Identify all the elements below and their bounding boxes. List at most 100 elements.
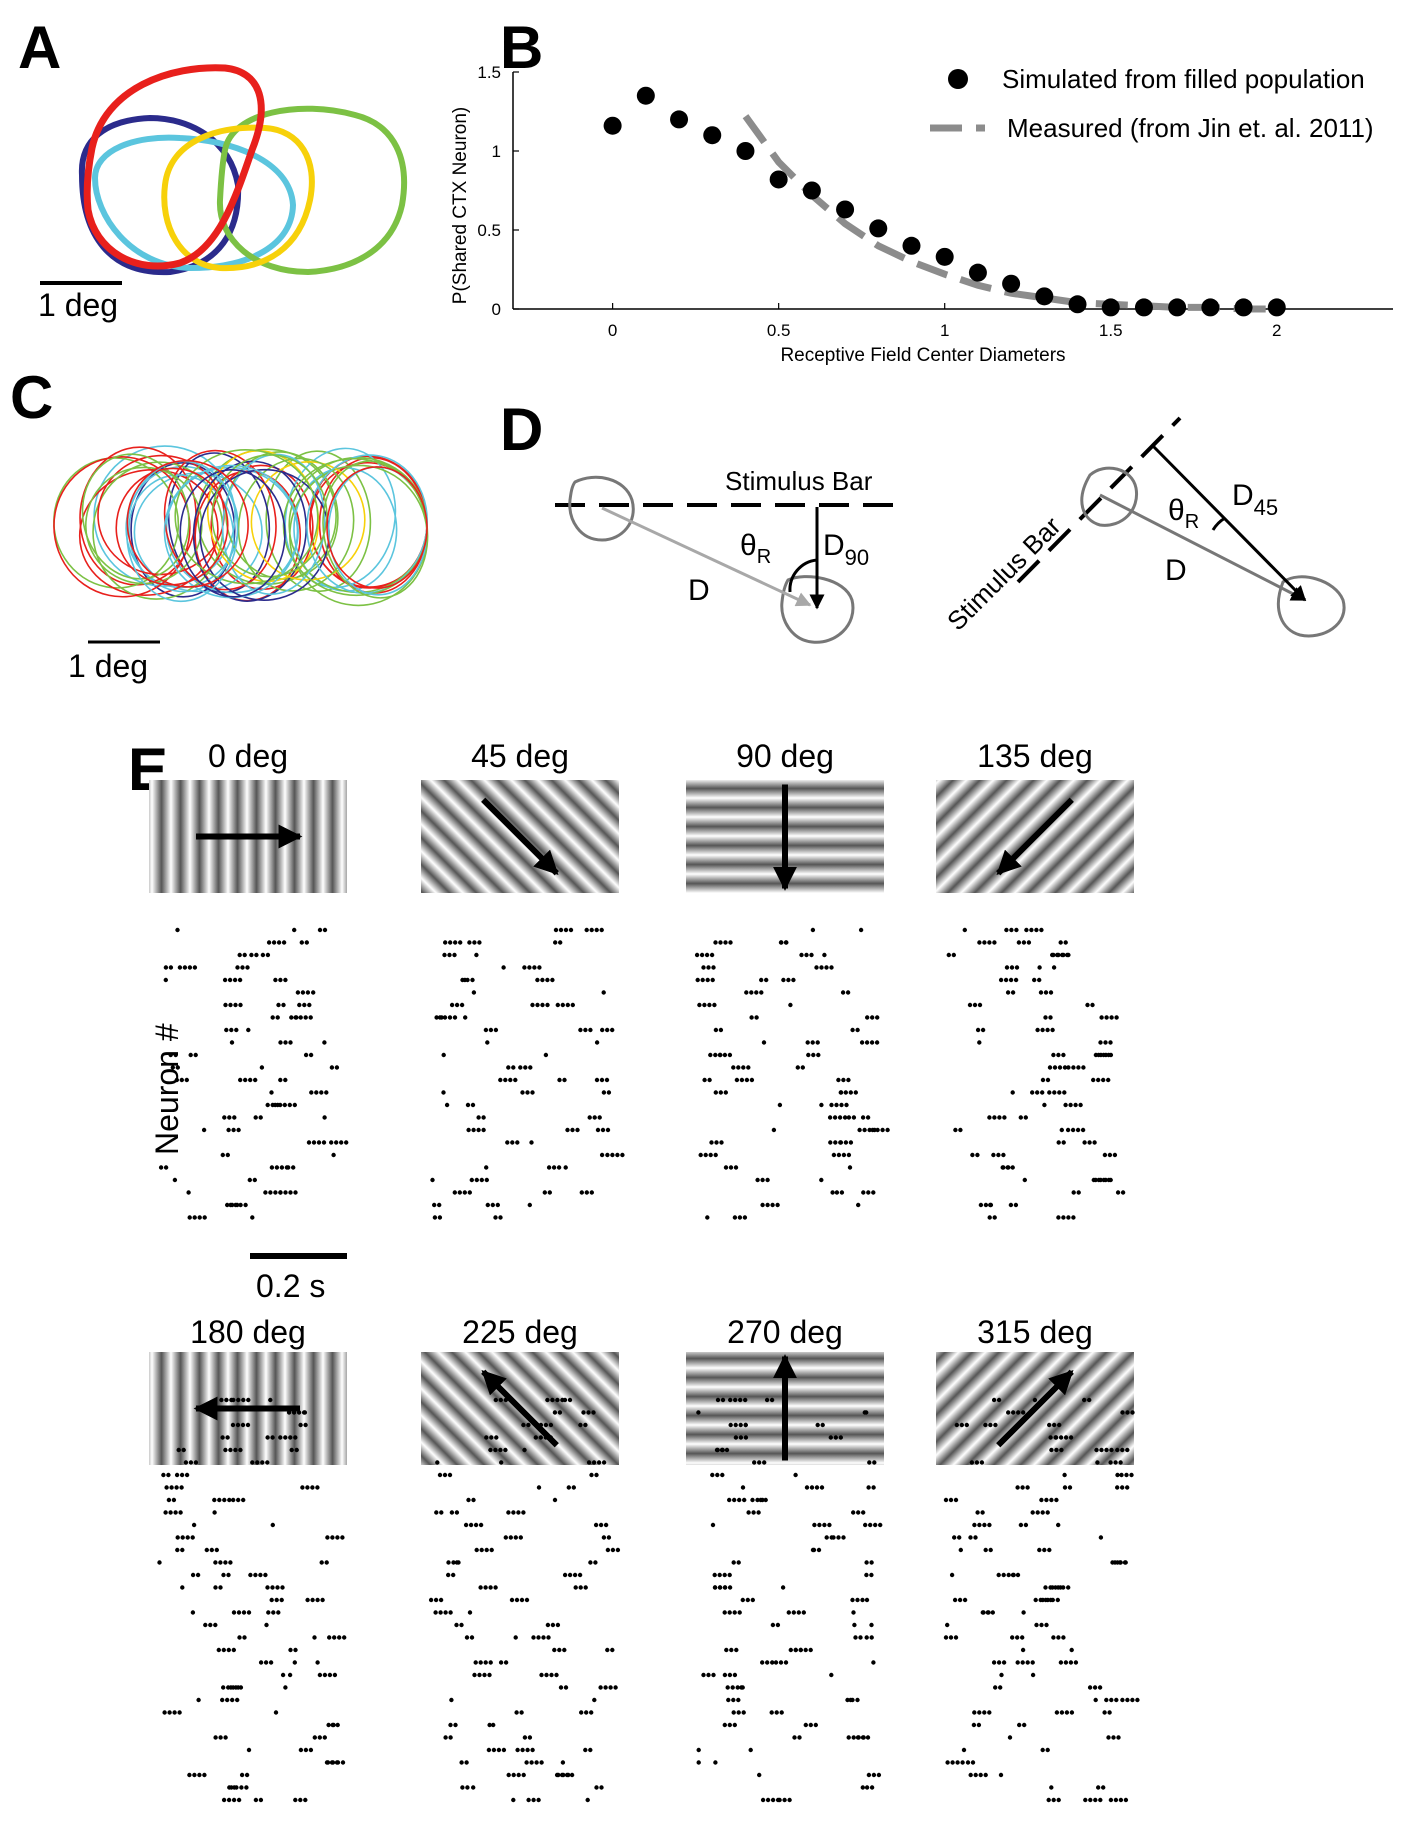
spike: [536, 1485, 542, 1490]
spike: [279, 1597, 284, 1603]
spike: [730, 1685, 735, 1690]
spike: [558, 927, 564, 933]
spike: [844, 1102, 849, 1108]
spike: [737, 1497, 742, 1503]
spike: [718, 940, 723, 945]
spike: [953, 1497, 959, 1503]
spike: [1109, 1447, 1114, 1453]
spike: [973, 1772, 978, 1778]
distance-vector: [1099, 493, 1307, 602]
spike: [221, 1647, 226, 1653]
spike: [809, 952, 814, 958]
spike: [529, 1140, 534, 1145]
spike: [988, 1202, 994, 1208]
spike: [988, 1547, 993, 1553]
distance-vector: [601, 506, 812, 607]
spike: [992, 940, 997, 945]
spike: [446, 1560, 451, 1565]
spike: [503, 1660, 509, 1665]
spike: [713, 1760, 718, 1765]
spike: [760, 1202, 765, 1208]
spike: [567, 1397, 573, 1403]
spike: [509, 1597, 515, 1603]
spike: [996, 1152, 1001, 1158]
spike: [786, 1610, 791, 1615]
spike: [727, 1585, 733, 1590]
spike: [175, 1535, 180, 1540]
spike: [838, 1090, 844, 1095]
spike: [1057, 1422, 1062, 1428]
spike: [830, 1190, 835, 1195]
spike: [258, 1572, 263, 1578]
spike: [866, 1772, 872, 1778]
spike: [600, 1127, 606, 1133]
spike: [1040, 1027, 1045, 1033]
spike: [712, 1572, 717, 1578]
spike: [529, 1760, 534, 1765]
spike: [505, 1140, 510, 1145]
spike: [606, 1090, 612, 1095]
spike: [992, 1215, 997, 1220]
spike: [483, 1027, 489, 1033]
spike: [1042, 1547, 1047, 1553]
spike: [733, 1422, 738, 1428]
spike: [975, 1152, 980, 1158]
diagram-d45: Stimulus Bar θR D D45: [941, 416, 1346, 638]
spike: [276, 1610, 281, 1615]
spike: [565, 1127, 570, 1133]
spike: [1062, 1485, 1068, 1490]
spike: [861, 1735, 866, 1740]
spike: [705, 977, 710, 983]
legend-marker-simulated: [948, 69, 968, 89]
spike: [728, 1397, 733, 1403]
spike: [1021, 1410, 1026, 1415]
spike: [334, 1140, 339, 1145]
spike: [744, 990, 749, 995]
spike: [237, 1635, 242, 1640]
spike: [231, 1797, 237, 1803]
spike: [791, 977, 796, 983]
spike: [191, 1522, 197, 1528]
spike: [728, 1422, 733, 1428]
spike: [1066, 952, 1071, 958]
spike: [865, 1115, 871, 1120]
spike: [731, 1560, 736, 1565]
spike: [738, 1435, 744, 1440]
spike: [513, 1535, 518, 1540]
rf-source: [568, 475, 635, 542]
spike: [451, 1560, 456, 1565]
spike: [537, 965, 542, 970]
spike: [592, 1697, 597, 1703]
angle-arc: [1211, 516, 1226, 531]
spike: [983, 1202, 989, 1208]
spike-raster: [946, 927, 1126, 1220]
data-point: [902, 236, 921, 255]
spike: [335, 1535, 340, 1540]
spike: [757, 1772, 762, 1778]
spike: [955, 1760, 960, 1765]
spike: [243, 1202, 248, 1208]
spike: [1066, 1065, 1071, 1070]
spike: [1029, 927, 1034, 933]
spike: [977, 1710, 982, 1715]
spike: [1052, 1422, 1057, 1428]
spike: [851, 1510, 856, 1515]
spike: [265, 952, 271, 958]
spike: [996, 1660, 1002, 1665]
spike: [718, 1052, 723, 1058]
spike: [555, 1002, 560, 1008]
spike: [462, 977, 468, 983]
spike: [273, 977, 278, 983]
spike: [1046, 1797, 1051, 1803]
spike: [476, 1127, 481, 1133]
x-tick-label: 0: [608, 321, 617, 340]
spike: [799, 952, 804, 958]
spike: [474, 952, 479, 958]
spike: [1047, 1547, 1052, 1553]
spike: [1053, 1435, 1058, 1440]
spike: [449, 1002, 455, 1008]
spike: [486, 1747, 492, 1753]
spike: [466, 1127, 471, 1133]
spike: [522, 965, 527, 970]
spike: [190, 1610, 196, 1615]
